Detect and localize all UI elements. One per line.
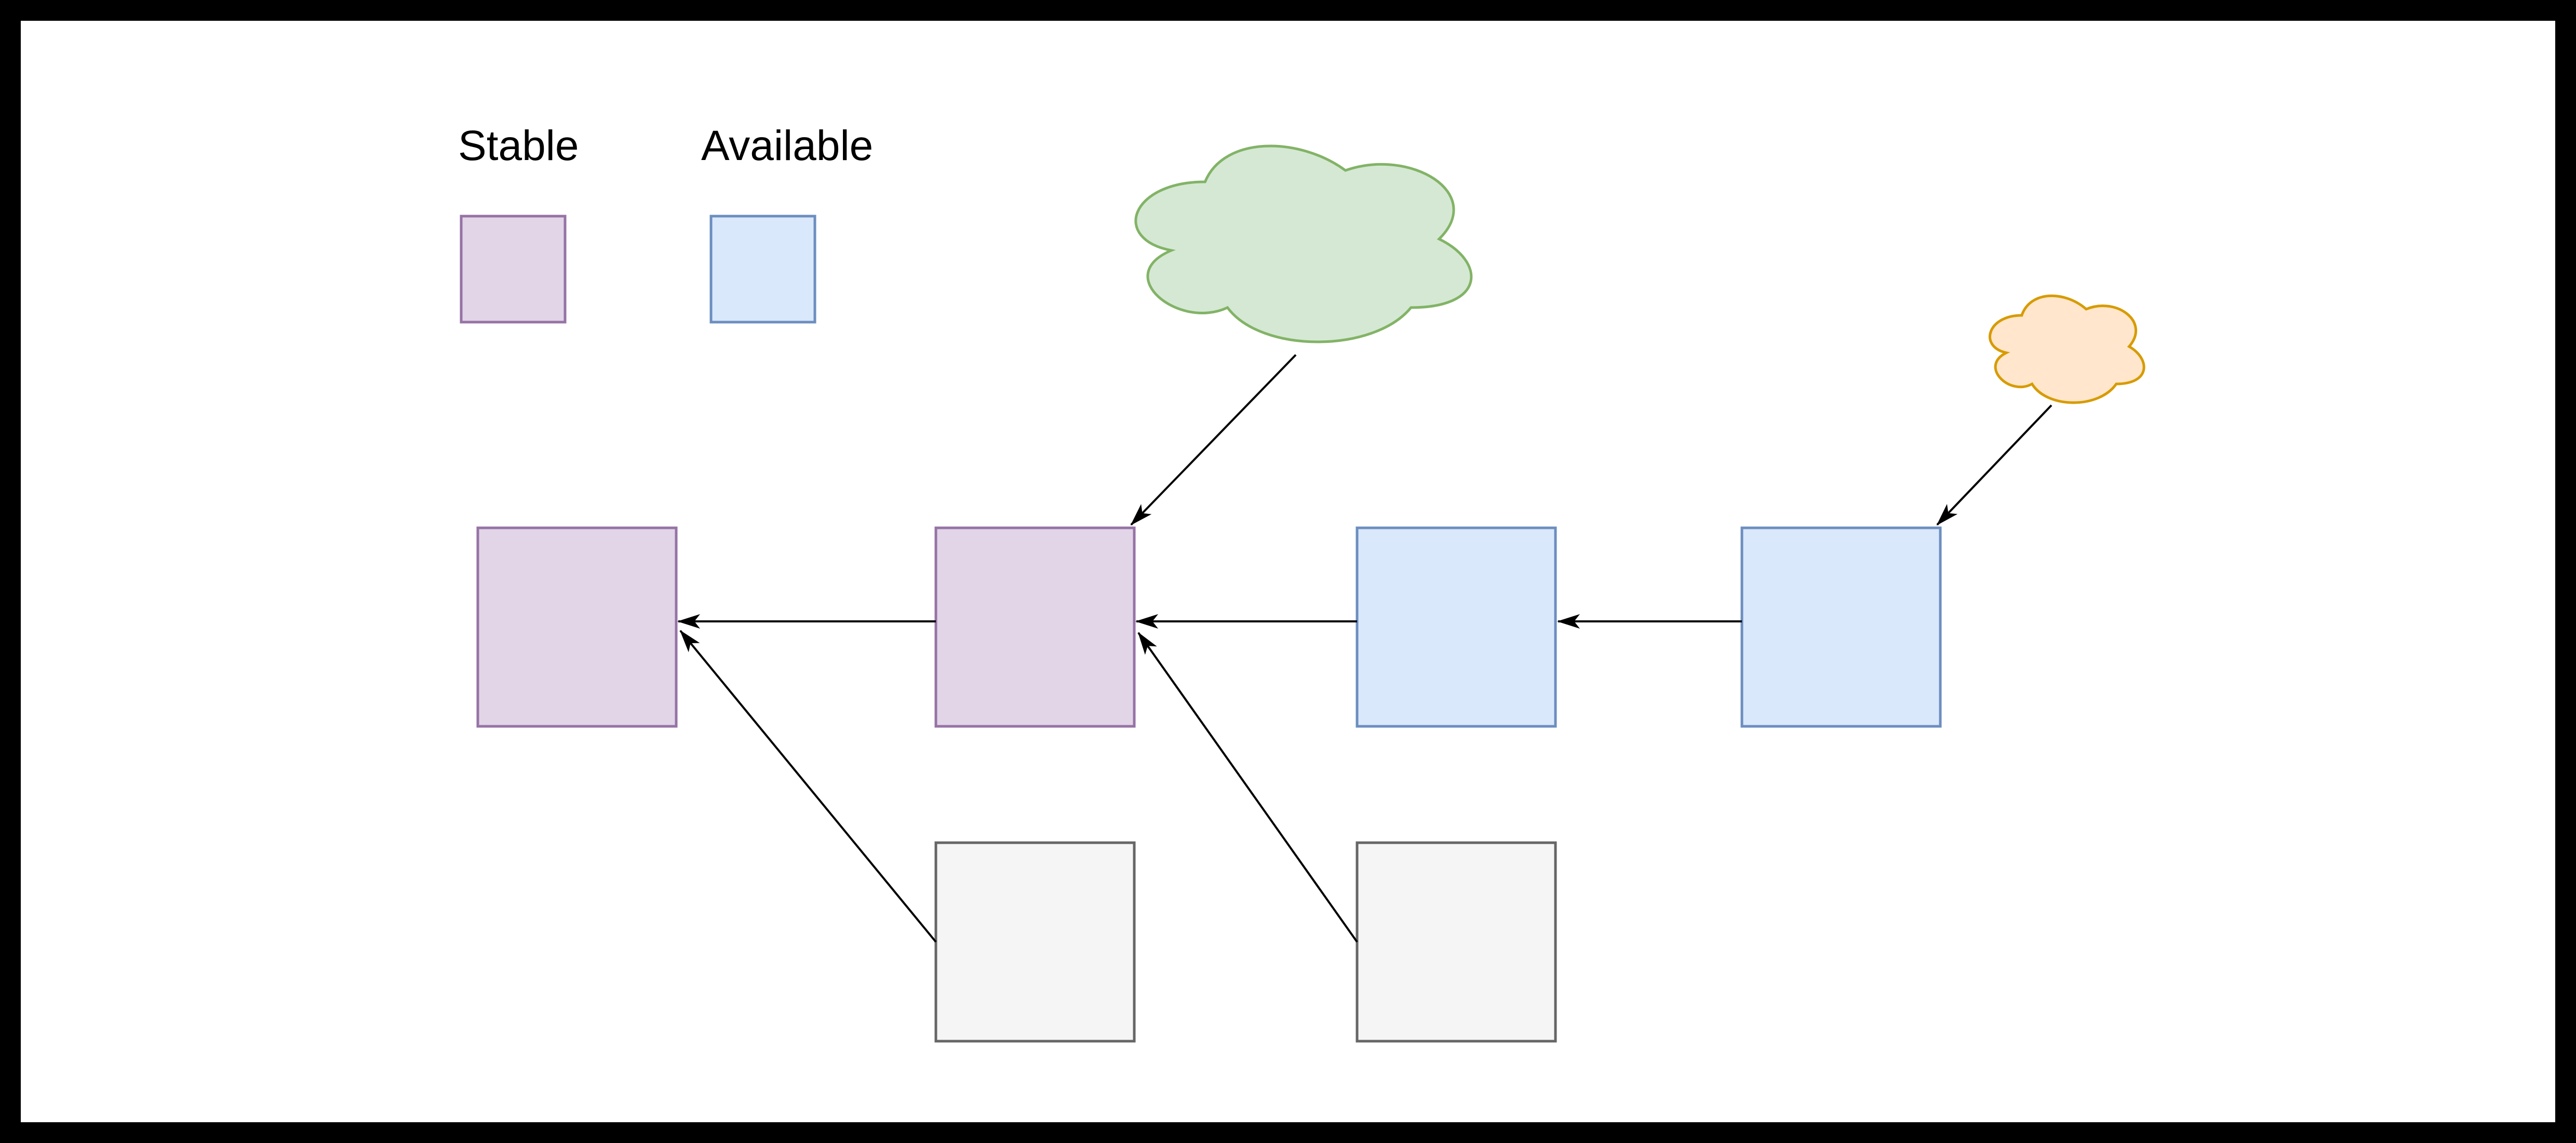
stable-square-1 [476,526,678,728]
legend-swatch-stable [460,215,567,324]
edge-green-cloud-to-stable-2 [1130,354,1297,526]
edge-orange-cloud-to-available-2 [1936,404,2052,526]
legend-swatch-available [709,215,816,324]
green-cloud [1134,144,1473,343]
gray-square-1 [934,841,1136,1043]
edge-gray-2-to-stable-2 [1137,632,1358,943]
legend-label-available: Available [701,122,873,169]
orange-cloud [1989,294,2145,404]
edge-gray-1-to-stable-1 [679,630,937,943]
available-square-1 [1356,526,1557,728]
available-square-2 [1740,526,1942,728]
stable-square-2 [934,526,1136,728]
legend-label-stable: Stable [458,122,579,169]
gray-square-2 [1356,841,1557,1043]
